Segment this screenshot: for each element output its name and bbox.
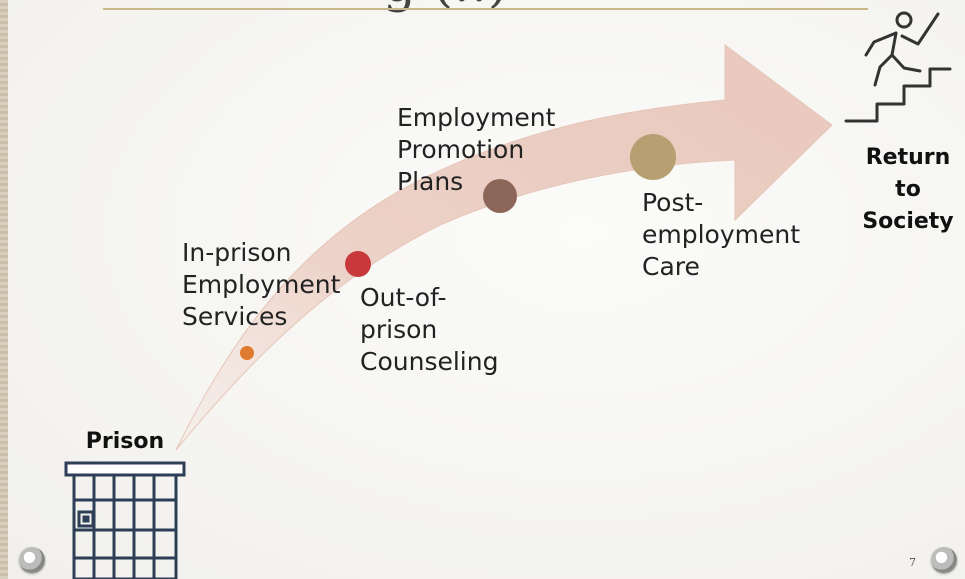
page-number: 7 [909, 556, 916, 569]
title-underline [103, 8, 868, 10]
step-dot-in-prison [240, 346, 254, 360]
slide-pin-right [931, 547, 957, 573]
step-label-in-prison: In-prison Employment Services [182, 238, 341, 331]
step-label-employment-promotion: Employment Promotion Plans [397, 103, 556, 196]
step-dot-out-of-prison [345, 251, 371, 277]
step-label-out-of-prison: Out-of- prison Counseling [360, 283, 499, 376]
step-dot-post-employment [630, 134, 676, 180]
slide-title-fragment: g (‥) [383, 0, 508, 14]
label-end-return-to-society: Return to Society [862, 145, 954, 234]
prison-gate-icon [64, 461, 186, 579]
step-label-post-employment: Post- employment Care [642, 188, 801, 281]
person-climbing-stairs-icon [844, 11, 952, 123]
slide-pin-left [19, 547, 45, 573]
step-dot-employment-promotion [483, 179, 517, 213]
label-start-prison: Prison [85, 429, 165, 454]
slide: g (‥) [8, 0, 965, 579]
slide-left-border [0, 0, 8, 579]
